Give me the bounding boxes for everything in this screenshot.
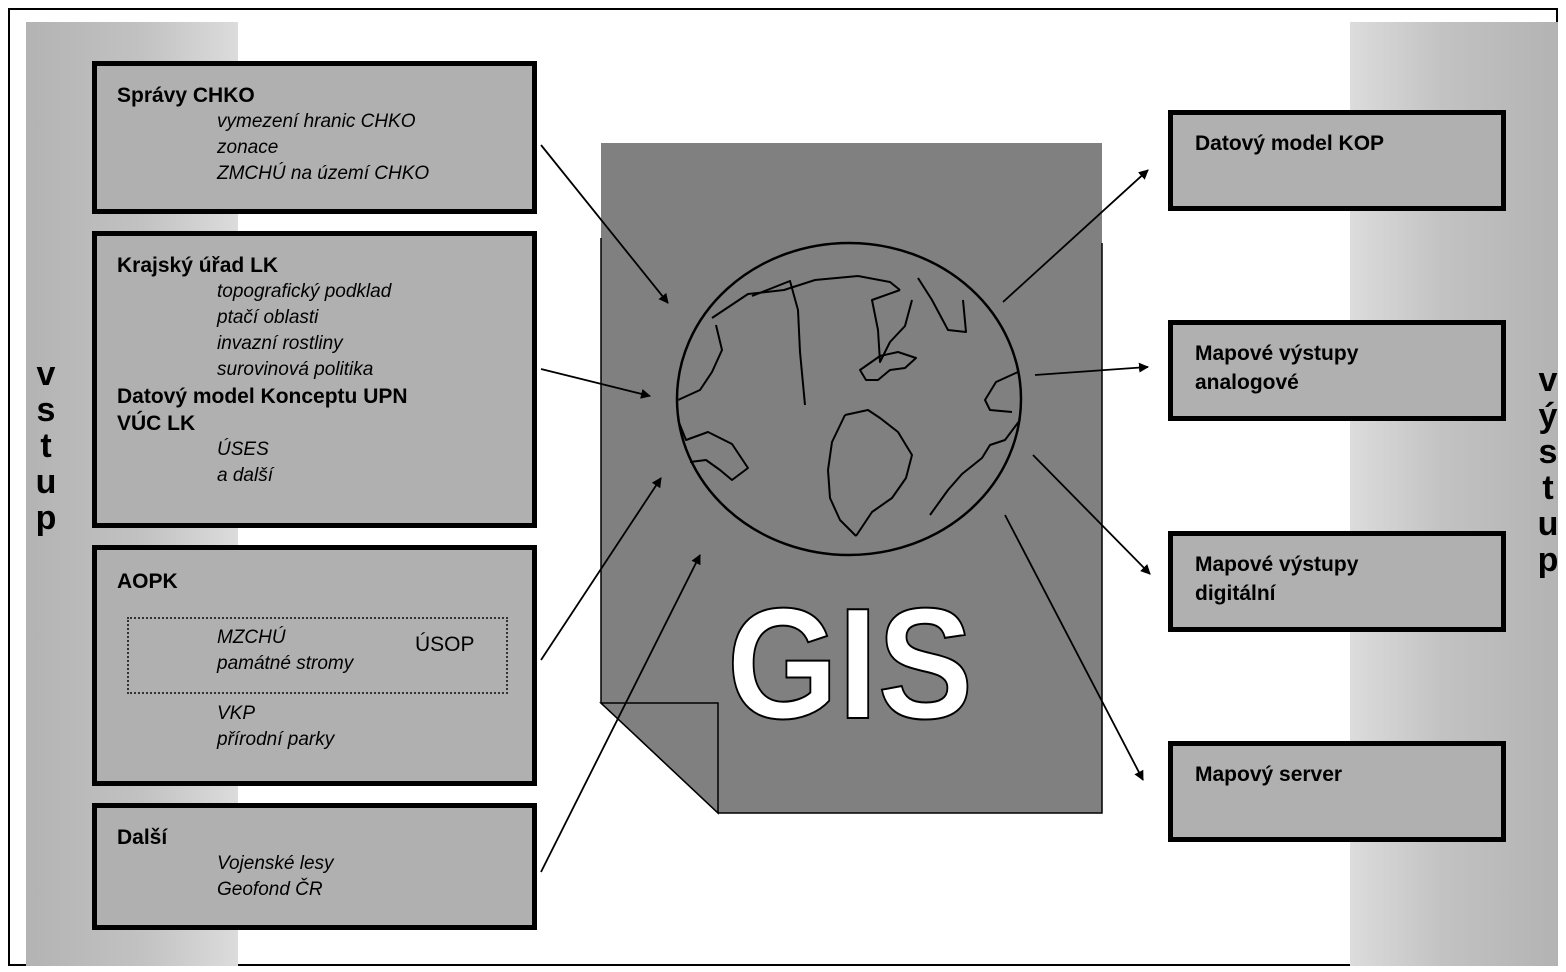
usop-item: MZCHÚ <box>217 627 286 648</box>
output-box-mapovy-server: Mapový server <box>1168 741 1506 842</box>
box-subtitle: Datový model Konceptu UPN <box>117 385 408 408</box>
box-item: zonace <box>217 137 279 158</box>
output-subtitle: digitální <box>1195 582 1276 605</box>
document-top <box>601 143 1102 243</box>
arrow-out <box>1034 362 1149 376</box>
left-letter: p <box>35 499 57 537</box>
output-title: Mapové výstupy <box>1195 553 1359 576</box>
usop-group: MZCHÚ památné stromy ÚSOP <box>127 617 508 694</box>
right-side-label: v ý s t u p <box>1528 362 1566 578</box>
arrow-out <box>1004 514 1144 781</box>
output-box-datovy-model-kop: Datový model KOP <box>1168 110 1506 211</box>
box-item: a další <box>217 465 273 486</box>
input-box-krajsky-urad: Krajský úřad LK topografický podklad pta… <box>92 231 537 528</box>
box-item: ZMCHÚ na území CHKO <box>217 163 430 184</box>
output-title: Mapové výstupy <box>1195 342 1359 365</box>
document-fold <box>599 702 719 815</box>
output-box-analogove: Mapové výstupy analogové <box>1168 320 1506 421</box>
left-letter: s <box>36 391 56 429</box>
arrow-in <box>540 477 662 661</box>
input-box-dalsi: Další Vojenské lesy Geofond ČR <box>92 803 537 930</box>
output-title: Mapový server <box>1195 763 1343 786</box>
right-letter: s <box>1538 433 1558 471</box>
box-item: VKP <box>217 703 256 724</box>
input-box-aopk: AOPK MZCHÚ památné stromy ÚSOP VKP příro… <box>92 545 537 786</box>
gis-label: GIS <box>727 576 973 752</box>
left-letter: t <box>40 427 52 465</box>
box-item: topografický podklad <box>217 281 392 302</box>
box-title: Správy CHKO <box>117 84 255 107</box>
right-letter: u <box>1537 505 1559 543</box>
box-item: vymezení hranic CHKO <box>217 111 416 132</box>
right-letter: v <box>1538 361 1558 399</box>
box-item: surovinová politika <box>217 359 374 380</box>
box-title: AOPK <box>117 570 178 593</box>
box-item: Geofond ČR <box>217 879 323 900</box>
usop-item: památné stromy <box>217 653 354 674</box>
box-item: ptačí oblasti <box>217 307 319 328</box>
arrows <box>540 144 1151 873</box>
arrow-in <box>540 554 701 873</box>
output-title: Datový model KOP <box>1195 132 1385 155</box>
arrow-in <box>540 368 651 399</box>
box-item: ÚSES <box>217 439 269 460</box>
box-subtitle: VÚC LK <box>117 412 196 435</box>
left-side-label: v s t u p <box>26 356 66 536</box>
box-title: Další <box>117 826 168 849</box>
box-item: Vojenské lesy <box>217 853 334 874</box>
globe-icon <box>675 241 1023 557</box>
box-item: invazní rostliny <box>217 333 343 354</box>
output-box-digitalni: Mapové výstupy digitální <box>1168 531 1506 632</box>
right-letter: ý <box>1538 397 1558 435</box>
input-box-sprava-chko: Správy CHKO vymezení hranic CHKO zonace … <box>92 61 537 214</box>
left-letter: u <box>35 463 57 501</box>
left-letter: v <box>36 355 56 393</box>
arrow-in <box>540 144 669 304</box>
arrow-out <box>1032 454 1151 575</box>
right-letter: t <box>1542 469 1554 507</box>
output-subtitle: analogové <box>1195 371 1299 394</box>
arrow-out <box>1002 169 1149 303</box>
right-letter: p <box>1537 541 1559 579</box>
box-title: Krajský úřad LK <box>117 254 279 277</box>
usop-label: ÚSOP <box>415 633 475 656</box>
box-item: přírodní parky <box>217 729 335 750</box>
